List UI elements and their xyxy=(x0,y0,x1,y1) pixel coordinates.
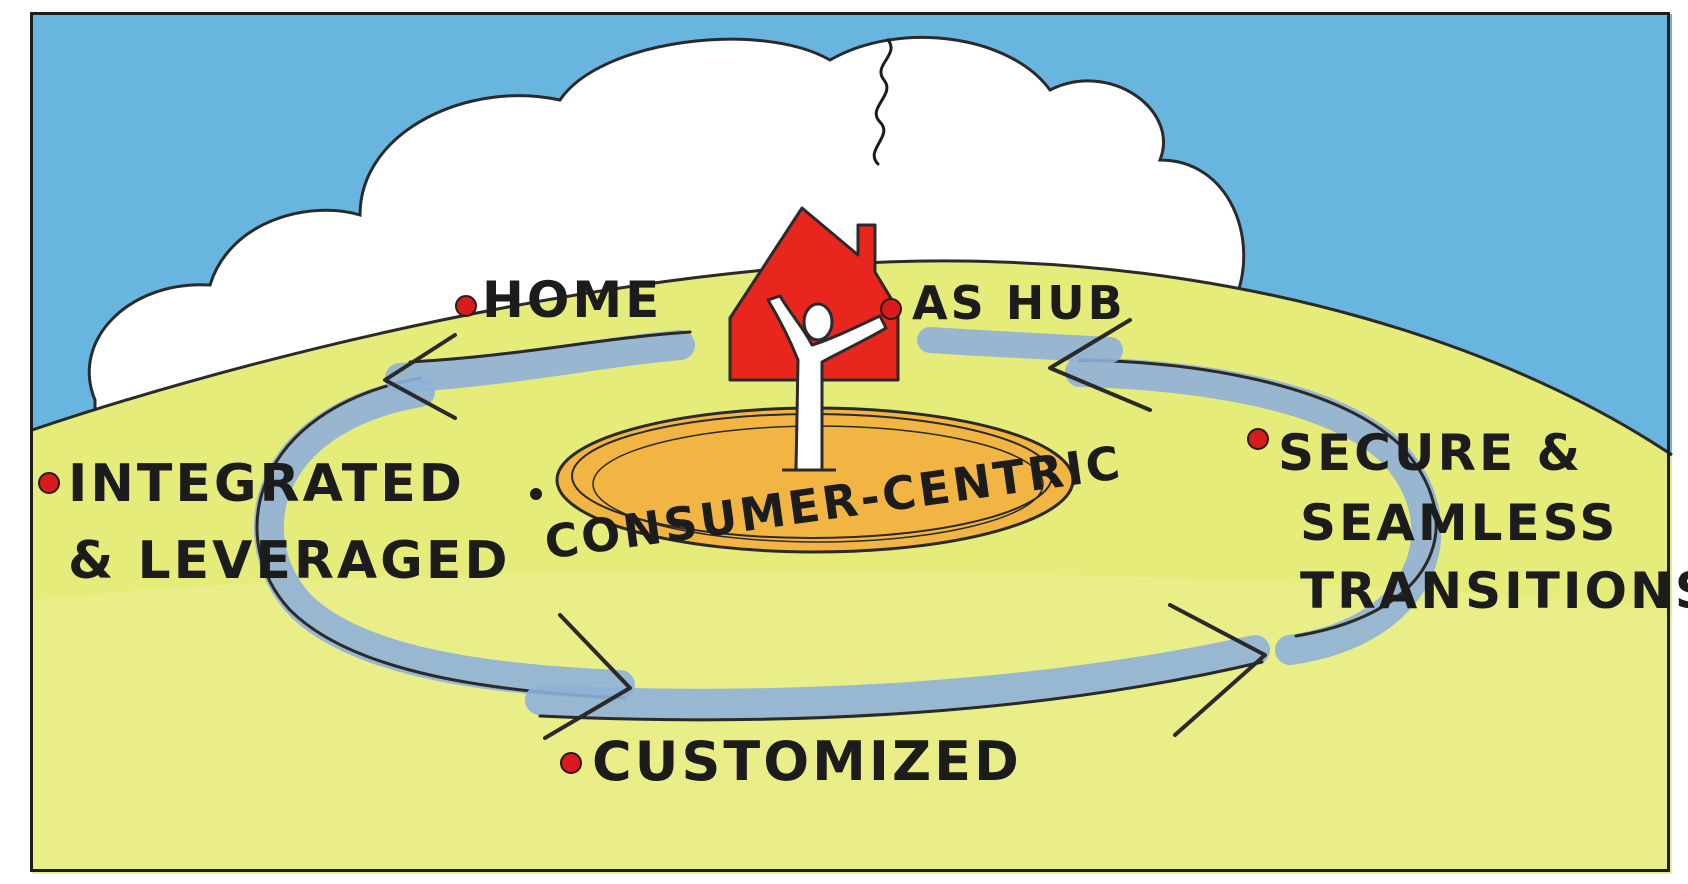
bullet-consumer-centric xyxy=(530,488,542,500)
label-integrated-line2: & LEVERAGED xyxy=(68,531,511,591)
label-as-hub: AS HUB xyxy=(912,276,1126,330)
label-integrated-line1: INTEGRATED xyxy=(68,454,465,514)
bullet-customized xyxy=(560,752,582,774)
label-secure-line3: TRANSITIONS xyxy=(1300,562,1688,620)
cycle-arrow-icon xyxy=(253,318,1442,740)
bullet-integrated xyxy=(38,472,60,494)
ground-hill xyxy=(32,260,1672,874)
person-icon xyxy=(766,294,888,472)
label-home: HOME xyxy=(482,271,663,329)
label-secure-line1: SECURE & xyxy=(1278,424,1584,482)
label-secure-line2: SEAMLESS xyxy=(1300,494,1619,552)
smoke-squiggle-icon xyxy=(872,38,893,166)
bullet-secure xyxy=(1247,428,1269,450)
bullet-as-hub xyxy=(880,298,902,320)
bullet-home xyxy=(455,295,477,317)
label-customized: CUSTOMIZED xyxy=(592,730,1022,793)
